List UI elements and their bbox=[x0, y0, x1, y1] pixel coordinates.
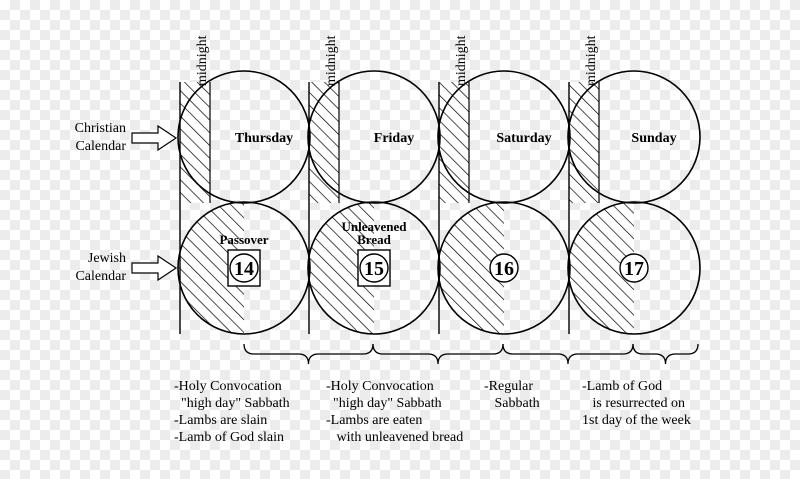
day-note: -Holy Convocation "high day" Sabbath -Lam… bbox=[174, 378, 290, 446]
jewish-date: 17 bbox=[624, 258, 644, 280]
day-note-line: -Lamb of God bbox=[582, 379, 663, 394]
christian-calendar-arrow-icon bbox=[131, 124, 178, 152]
day-note-line: "high day" Sabbath bbox=[174, 396, 290, 411]
jewish-day-label: Bread bbox=[357, 232, 391, 247]
jewish-night-hatch bbox=[178, 202, 244, 334]
day-span-brace bbox=[243, 343, 374, 365]
christian-day-circle bbox=[307, 70, 441, 204]
day-note-line: is resurrected on bbox=[582, 396, 686, 411]
jewish-night-hatch bbox=[308, 202, 374, 334]
day-note-line: 1st day of the week bbox=[582, 413, 691, 428]
date-circle bbox=[359, 253, 389, 283]
jewish-calendar-line2: Calendar bbox=[75, 269, 126, 284]
christian-day-circle bbox=[567, 70, 701, 204]
day-note-line: with unleavened bread bbox=[326, 430, 464, 445]
christian-day-circle bbox=[437, 70, 571, 204]
jewish-day-circle bbox=[437, 201, 571, 335]
day-note-line: -Regular bbox=[484, 379, 533, 394]
jewish-calendar-arrow-icon bbox=[131, 254, 178, 282]
jewish-date: 16 bbox=[494, 258, 514, 280]
day-note-line: -Lambs are eaten bbox=[326, 413, 423, 428]
day-note-line: -Lambs are slain bbox=[174, 413, 268, 428]
day-note: -Lamb of God is resurrected on 1st day of… bbox=[582, 378, 691, 429]
jewish-date: 15 bbox=[364, 258, 384, 280]
midnight-band-hatch bbox=[439, 82, 469, 203]
date-circle bbox=[489, 253, 519, 283]
day-span-brace bbox=[502, 343, 634, 365]
midnight-band-hatch bbox=[569, 82, 599, 203]
midnight-label: midnight bbox=[324, 35, 339, 86]
day-note: -Regular Sabbath bbox=[484, 378, 540, 412]
day-span-brace bbox=[632, 343, 699, 365]
jewish-day-circle bbox=[567, 201, 701, 335]
midnight-label: midnight bbox=[454, 35, 469, 86]
day-note-line: -Holy Convocation bbox=[326, 379, 434, 394]
date-circle bbox=[229, 253, 259, 283]
christian-day-label: Saturday bbox=[496, 131, 551, 146]
jewish-calendar-line1: Jewish bbox=[88, 251, 126, 266]
day-note: -Holy Convocation "high day" Sabbath -Lam… bbox=[326, 378, 463, 446]
christian-day-label: Thursday bbox=[235, 131, 293, 146]
christian-calendar-line1: Christian bbox=[75, 121, 126, 136]
jewish-day-label: Passover bbox=[219, 232, 268, 247]
midnight-label: midnight bbox=[195, 35, 210, 86]
jewish-day-circle bbox=[307, 201, 441, 335]
day-note-line: -Lamb of God slain bbox=[174, 430, 285, 445]
jewish-night-hatch bbox=[568, 202, 634, 334]
midnight-band-hatch bbox=[309, 82, 339, 203]
jewish-day-circle bbox=[177, 201, 311, 335]
day-span-brace bbox=[372, 343, 504, 365]
day-note-line: "high day" Sabbath bbox=[326, 396, 442, 411]
jewish-night-hatch bbox=[438, 202, 504, 334]
christian-day-circle bbox=[177, 70, 311, 204]
midnight-band-hatch bbox=[180, 82, 210, 203]
jewish-day-label: Unleavened bbox=[342, 219, 408, 234]
jewish-date: 14 bbox=[234, 258, 254, 280]
christian-day-label: Friday bbox=[374, 131, 414, 146]
day-note-line: Sabbath bbox=[484, 396, 540, 411]
christian-day-label: Sunday bbox=[631, 131, 676, 146]
midnight-label: midnight bbox=[584, 35, 599, 86]
date-circle bbox=[619, 253, 649, 283]
christian-calendar-line2: Calendar bbox=[75, 139, 126, 154]
day-note-line: -Holy Convocation bbox=[174, 379, 282, 394]
